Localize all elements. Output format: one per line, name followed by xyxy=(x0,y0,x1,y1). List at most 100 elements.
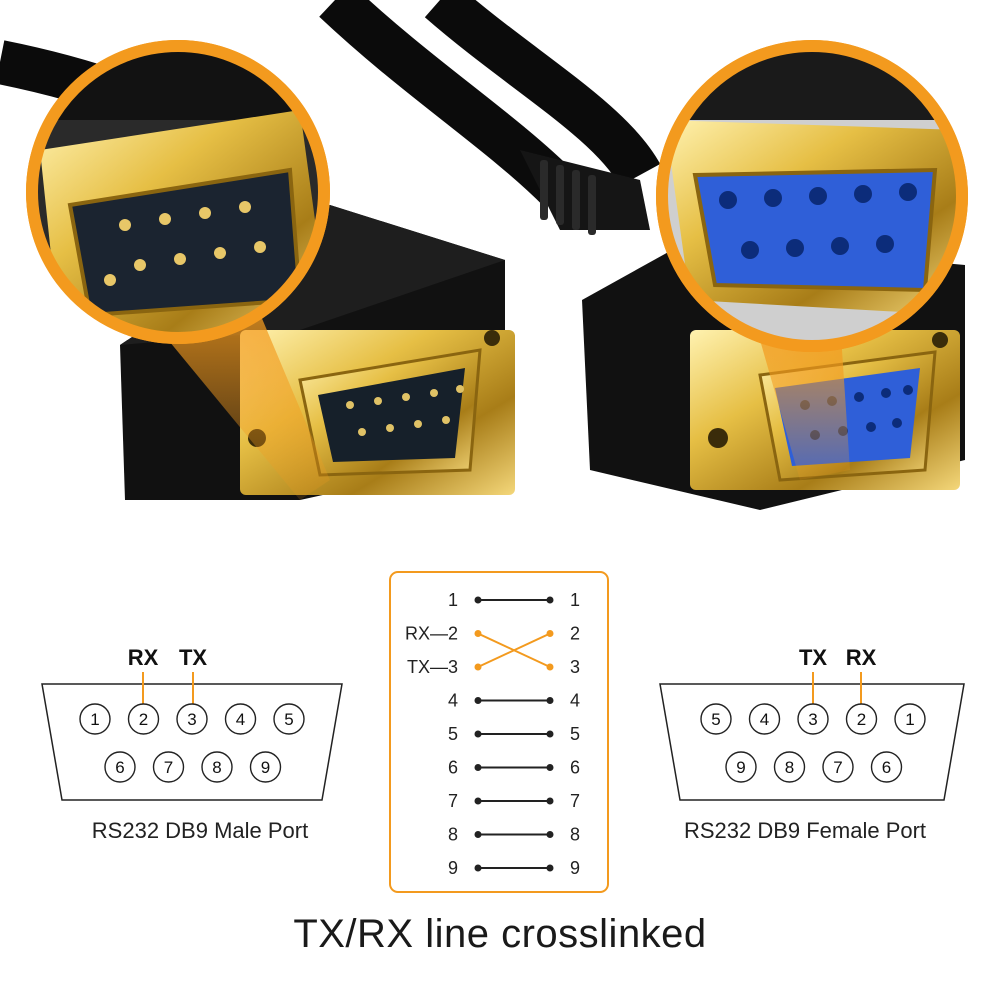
male-pin-1: 1 xyxy=(79,703,111,735)
wiring-box-border xyxy=(389,571,609,893)
male-pin-7: 7 xyxy=(152,751,185,783)
male-port-caption: RS232 DB9 Male Port xyxy=(91,818,309,843)
male-port-outline xyxy=(41,683,343,801)
wiring-dot-right xyxy=(546,764,554,771)
female-pin-1: 1 xyxy=(894,703,926,735)
female-tx-label: TX xyxy=(799,645,827,670)
cross-line-tx xyxy=(477,632,551,668)
male-pin-3: 3 xyxy=(176,703,208,735)
zoom-beam-left xyxy=(160,290,330,500)
wiring-dot-left xyxy=(474,630,482,637)
female-port-caption: RS232 DB9 Female Port xyxy=(683,818,927,843)
male-pin-8: 8 xyxy=(201,751,233,783)
wiring-dot-right xyxy=(546,663,554,671)
female-pin-6: 6 xyxy=(870,751,903,783)
wiring-left-label: 6 xyxy=(448,758,458,778)
svg-text:4: 4 xyxy=(236,710,245,729)
wiring-left-label: 4 xyxy=(448,691,458,711)
wiring-left-label: TX—3 xyxy=(407,657,458,677)
female-pins: 5 4 3 2 1 9 8 7 6 xyxy=(700,703,926,783)
svg-text:8: 8 xyxy=(212,758,221,777)
male-pin-5: 5 xyxy=(273,703,305,735)
female-pin-2: 2 xyxy=(845,703,878,735)
cross-line-rx xyxy=(477,632,551,668)
male-pins: 1 2 3 4 5 6 7 8 9 xyxy=(79,703,305,783)
wiring-dot-left xyxy=(474,730,482,738)
svg-text:4: 4 xyxy=(760,710,769,729)
male-tx-label: TX xyxy=(179,645,207,670)
female-rx-label: RX xyxy=(846,645,877,670)
wiring-right-label: 6 xyxy=(570,758,580,778)
male-pin-6: 6 xyxy=(104,751,136,783)
male-pin-2: 2 xyxy=(127,703,160,735)
svg-text:6: 6 xyxy=(115,758,124,777)
wiring-row-3: TX—3 3 xyxy=(407,657,580,677)
female-port-outline xyxy=(659,683,965,801)
female-pin-8: 8 xyxy=(773,751,806,783)
wiring-right-label: 7 xyxy=(570,791,580,811)
wiring-dot-left xyxy=(474,797,482,805)
zoom-circle-female xyxy=(656,40,968,352)
male-pin-4: 4 xyxy=(224,703,257,735)
wiring-right-label: 3 xyxy=(570,657,580,677)
wiring-dot-right xyxy=(546,730,554,738)
wiring-left-label: 9 xyxy=(448,858,458,878)
svg-text:2: 2 xyxy=(857,710,866,729)
svg-text:7: 7 xyxy=(833,758,842,777)
wiring-dot-left xyxy=(474,596,482,604)
svg-text:5: 5 xyxy=(711,710,720,729)
wiring-left-label: 5 xyxy=(448,724,458,744)
main-caption: TX/RX line crosslinked xyxy=(293,912,707,956)
wiring-left-label: RX—2 xyxy=(405,624,458,644)
svg-text:8: 8 xyxy=(785,758,794,777)
svg-text:9: 9 xyxy=(261,758,270,777)
wiring-dot-left xyxy=(474,864,482,872)
wiring-right-label: 2 xyxy=(570,624,580,644)
wiring-right-label: 9 xyxy=(570,858,580,878)
wiring-dot-right xyxy=(546,697,554,704)
svg-text:3: 3 xyxy=(808,710,817,729)
male-rx-label: RX xyxy=(128,645,159,670)
svg-text:3: 3 xyxy=(187,710,196,729)
wiring-left-label: 7 xyxy=(448,791,458,811)
female-pin-3: 3 xyxy=(797,703,829,735)
female-pin-5: 5 xyxy=(700,703,732,735)
svg-text:1: 1 xyxy=(905,710,914,729)
wiring-dot-left xyxy=(474,697,482,704)
zoom-circle-male xyxy=(26,40,330,344)
male-port-diagram: RX TX 1 2 3 4 5 6 7 8 9 xyxy=(41,645,343,801)
svg-text:6: 6 xyxy=(882,758,891,777)
svg-text:2: 2 xyxy=(139,710,148,729)
product-photo xyxy=(0,0,968,510)
wiring-dot-left xyxy=(474,764,482,771)
female-pin-9: 9 xyxy=(725,751,757,783)
svg-text:7: 7 xyxy=(164,758,173,777)
wiring-right-label: 8 xyxy=(570,825,580,845)
wiring-dot-right xyxy=(546,630,554,637)
wiring-row-2: RX—2 2 xyxy=(405,624,580,644)
wiring-right-label: 1 xyxy=(570,590,580,610)
wiring-left-label: 1 xyxy=(448,590,458,610)
wiring-right-label: 4 xyxy=(570,691,580,711)
wiring-dot-left xyxy=(474,663,482,671)
wiring-dot-right xyxy=(546,864,554,872)
female-pin-7: 7 xyxy=(822,751,854,783)
wiring-right-label: 5 xyxy=(570,724,580,744)
zoom-beam-right xyxy=(760,320,850,480)
female-pin-4: 4 xyxy=(748,703,781,735)
female-port-diagram: TX RX 5 4 3 2 1 9 8 7 6 xyxy=(659,645,965,801)
svg-text:1: 1 xyxy=(90,710,99,729)
wiring-left-label: 8 xyxy=(448,825,458,845)
wiring-dot-right xyxy=(546,831,554,838)
svg-text:5: 5 xyxy=(284,710,293,729)
svg-text:9: 9 xyxy=(736,758,745,777)
